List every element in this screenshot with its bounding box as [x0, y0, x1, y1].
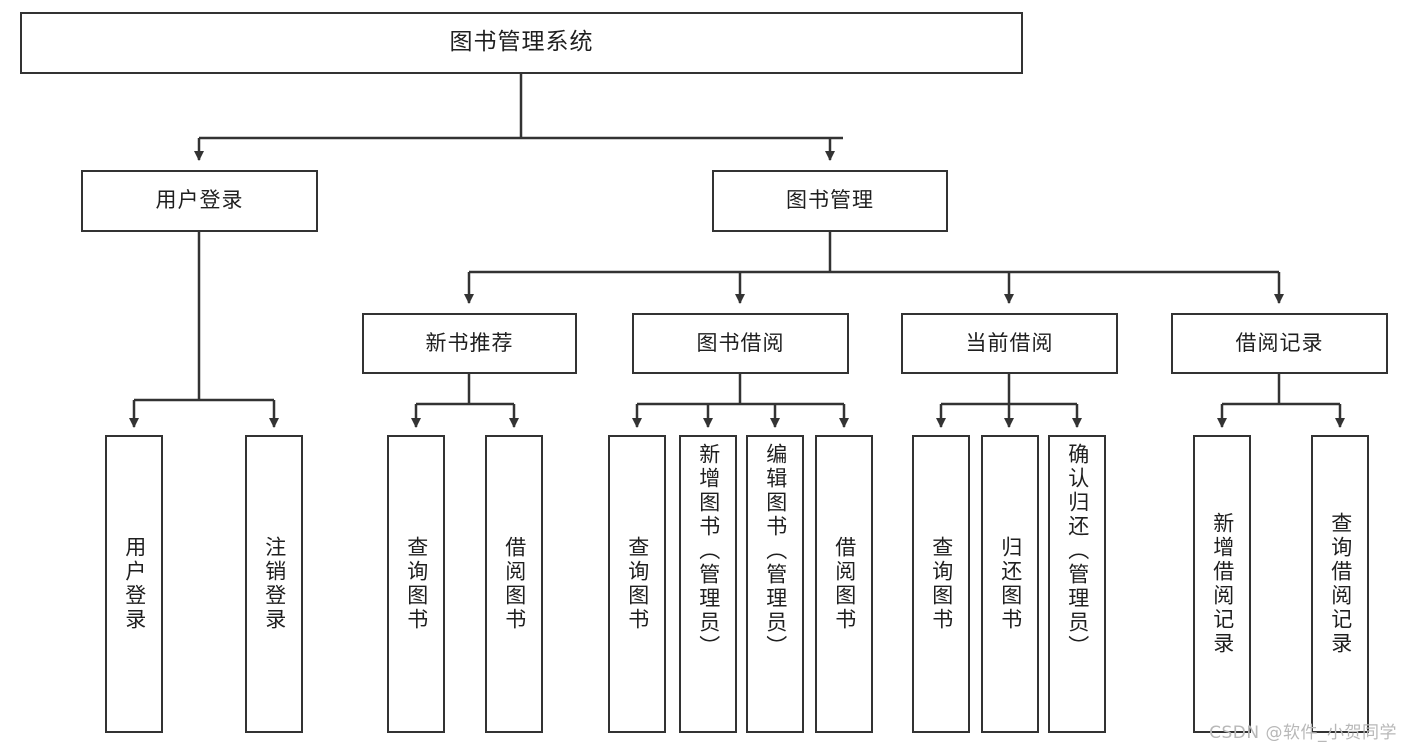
node-user-login[interactable]: 用户登录: [81, 170, 318, 232]
leaf-return-book-label: 归还图书: [998, 536, 1023, 632]
leaf-edit-book-label: 编辑图书（管理员）: [763, 443, 788, 659]
leaf-add-record[interactable]: 新增借阅记录: [1193, 435, 1251, 733]
node-user-login-label: 用户登录: [155, 188, 244, 213]
leaf-confirm-return-label: 确认归还（管理员）: [1065, 443, 1090, 659]
leaf-query-book-3[interactable]: 查询图书: [912, 435, 970, 733]
leaf-borrow-book-2-label: 借阅图书: [832, 536, 857, 632]
node-new-book-recommend-label: 新书推荐: [425, 330, 514, 355]
watermark-text: CSDN @软件_小贺同学: [1209, 723, 1397, 743]
leaf-query-book-1[interactable]: 查询图书: [387, 435, 445, 733]
node-borrow-record[interactable]: 借阅记录: [1171, 313, 1388, 374]
leaf-query-book-2-label: 查询图书: [625, 536, 650, 632]
leaf-add-book[interactable]: 新增图书（管理员）: [679, 435, 737, 733]
node-root-system-label: 图书管理系统: [449, 29, 594, 56]
node-book-borrow-label: 图书借阅: [696, 330, 785, 355]
leaf-confirm-return[interactable]: 确认归还（管理员）: [1048, 435, 1106, 733]
node-current-borrow-label: 当前借阅: [965, 330, 1054, 355]
leaf-query-record-label: 查询借阅记录: [1328, 512, 1353, 656]
node-current-borrow[interactable]: 当前借阅: [901, 313, 1118, 374]
leaf-user-login[interactable]: 用户登录: [105, 435, 163, 733]
leaf-user-login-label: 用户登录: [122, 536, 147, 632]
node-root-system[interactable]: 图书管理系统: [20, 12, 1023, 74]
leaf-query-book-3-label: 查询图书: [929, 536, 954, 632]
leaf-edit-book[interactable]: 编辑图书（管理员）: [746, 435, 804, 733]
leaf-query-book-1-label: 查询图书: [404, 536, 429, 632]
node-new-book-recommend[interactable]: 新书推荐: [362, 313, 577, 374]
leaf-add-record-label: 新增借阅记录: [1210, 512, 1235, 656]
node-book-borrow[interactable]: 图书借阅: [632, 313, 849, 374]
leaf-borrow-book-2[interactable]: 借阅图书: [815, 435, 873, 733]
node-book-manage-label: 图书管理: [786, 188, 874, 213]
leaf-logout-label: 注销登录: [262, 536, 287, 632]
node-borrow-record-label: 借阅记录: [1235, 330, 1324, 355]
leaf-query-book-2[interactable]: 查询图书: [608, 435, 666, 733]
leaf-return-book[interactable]: 归还图书: [981, 435, 1039, 733]
leaf-logout[interactable]: 注销登录: [245, 435, 303, 733]
leaf-borrow-book-1[interactable]: 借阅图书: [485, 435, 543, 733]
leaf-query-record[interactable]: 查询借阅记录: [1311, 435, 1369, 733]
leaf-borrow-book-1-label: 借阅图书: [502, 536, 527, 632]
node-book-manage[interactable]: 图书管理: [712, 170, 948, 232]
leaf-add-book-label: 新增图书（管理员）: [696, 443, 721, 659]
